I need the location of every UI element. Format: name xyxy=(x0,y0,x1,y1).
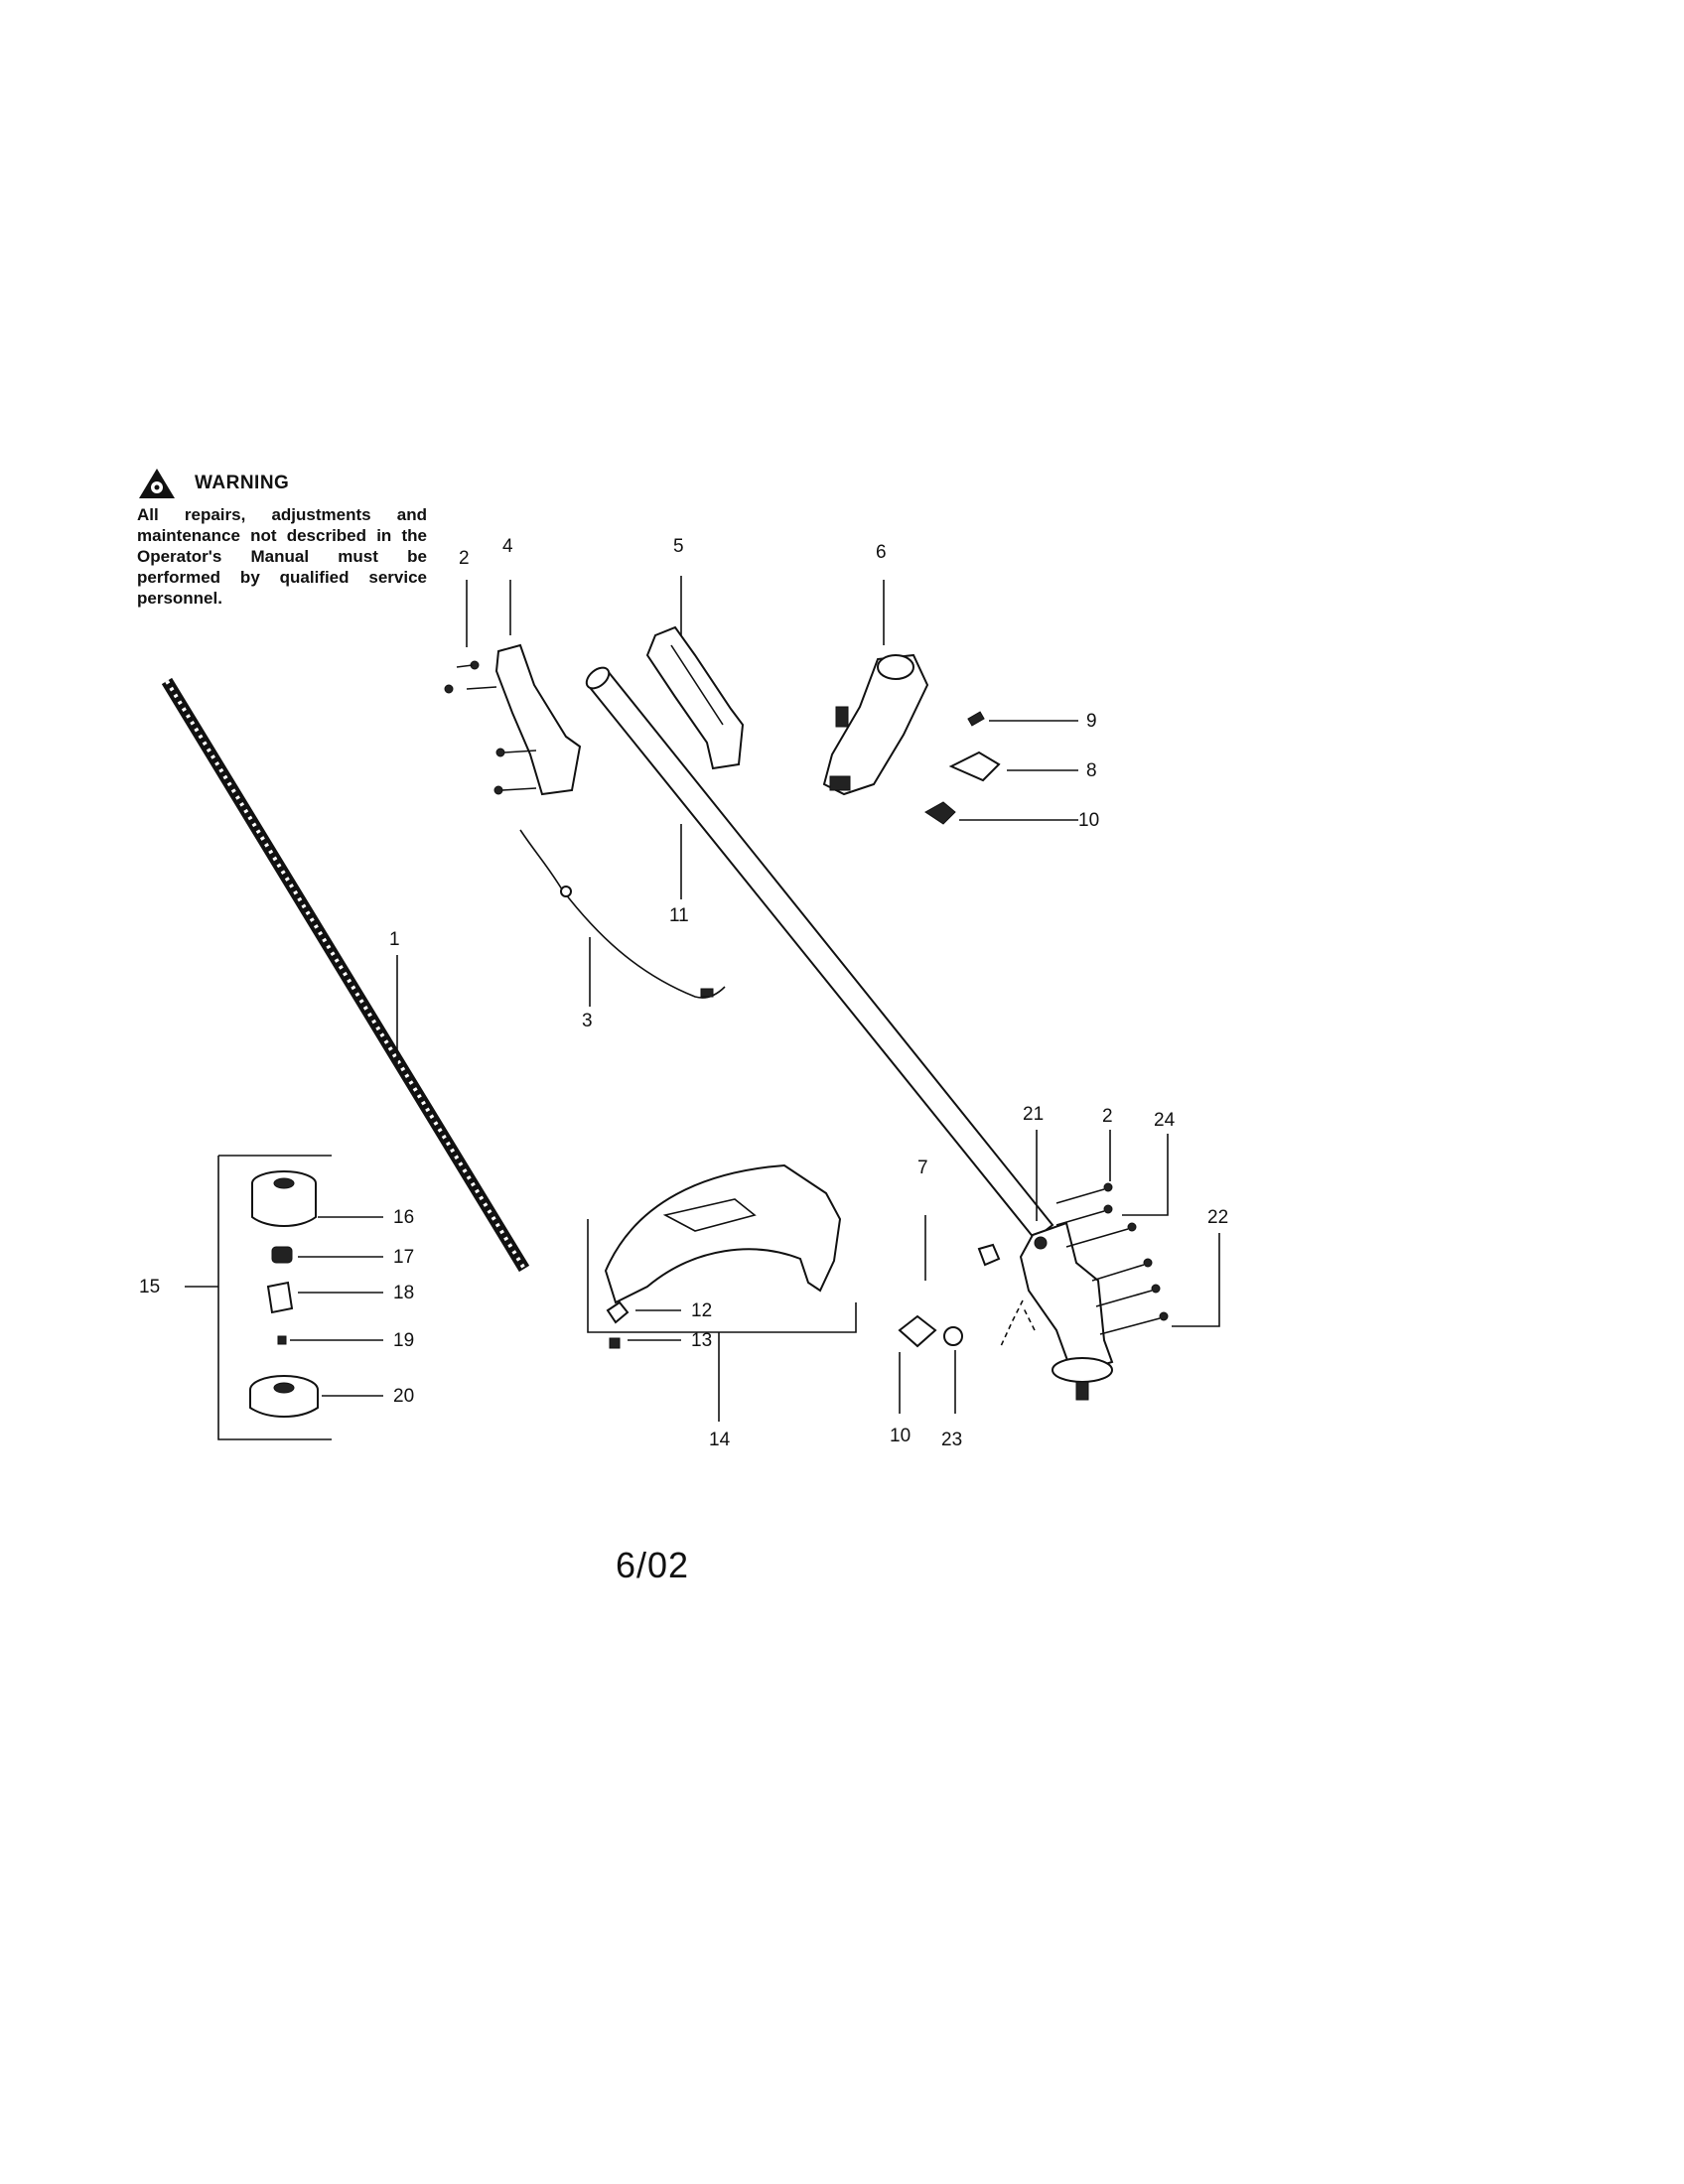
warning-text: All repairs, adjustments and maintenance… xyxy=(137,505,427,608)
callout-4: 4 xyxy=(502,536,513,557)
callout-20: 20 xyxy=(393,1386,414,1407)
callout-7: 7 xyxy=(917,1158,928,1178)
callout-labels: 1 2 2 3 4 5 6 7 8 9 10 10 11 12 13 14 15… xyxy=(139,536,1228,1450)
warning-title: WARNING xyxy=(195,473,290,493)
trigger-housing-part xyxy=(822,653,929,796)
handle-grip-part xyxy=(645,625,745,770)
callout-11: 11 xyxy=(669,905,689,926)
guard-fasteners-part xyxy=(606,1300,630,1349)
callout-8: 8 xyxy=(1086,760,1097,781)
callout-24: 24 xyxy=(1154,1110,1176,1131)
callout-9: 9 xyxy=(1086,711,1097,732)
shaft-tube-part xyxy=(585,666,1054,1241)
clamp-hardware-part xyxy=(924,711,1001,825)
leader-lines xyxy=(185,576,1220,1440)
callout-16: 16 xyxy=(393,1207,414,1228)
callout-19: 19 xyxy=(393,1330,414,1351)
revision-date: 6/02 xyxy=(616,1545,690,1585)
callout-3: 3 xyxy=(582,1011,593,1031)
handle-bracket-part xyxy=(444,643,582,796)
callout-14: 14 xyxy=(709,1430,731,1450)
callout-2: 2 xyxy=(459,548,470,569)
callout-13: 13 xyxy=(691,1330,712,1351)
callout-2: 2 xyxy=(1102,1106,1113,1127)
callout-12: 12 xyxy=(691,1300,712,1321)
callout-5: 5 xyxy=(673,536,684,557)
warning-icon xyxy=(139,469,175,498)
drive-shaft-part xyxy=(161,677,530,1273)
callout-18: 18 xyxy=(393,1283,414,1303)
warning-notice: WARNING All repairs, adjustments and mai… xyxy=(137,467,427,609)
gear-head-part xyxy=(898,1182,1169,1401)
callout-1: 1 xyxy=(389,929,400,950)
trimmer-head-part xyxy=(249,1170,319,1418)
throttle-cable-part xyxy=(519,829,726,999)
callout-15: 15 xyxy=(139,1277,160,1297)
callout-6: 6 xyxy=(876,542,887,563)
callout-23: 23 xyxy=(941,1430,962,1450)
callout-17: 17 xyxy=(393,1247,414,1268)
callout-10: 10 xyxy=(890,1426,911,1446)
debris-guard-part xyxy=(604,1163,842,1304)
callout-10: 10 xyxy=(1078,810,1099,831)
callout-21: 21 xyxy=(1023,1104,1044,1125)
callout-22: 22 xyxy=(1207,1207,1228,1228)
warning-header: WARNING xyxy=(137,467,427,500)
